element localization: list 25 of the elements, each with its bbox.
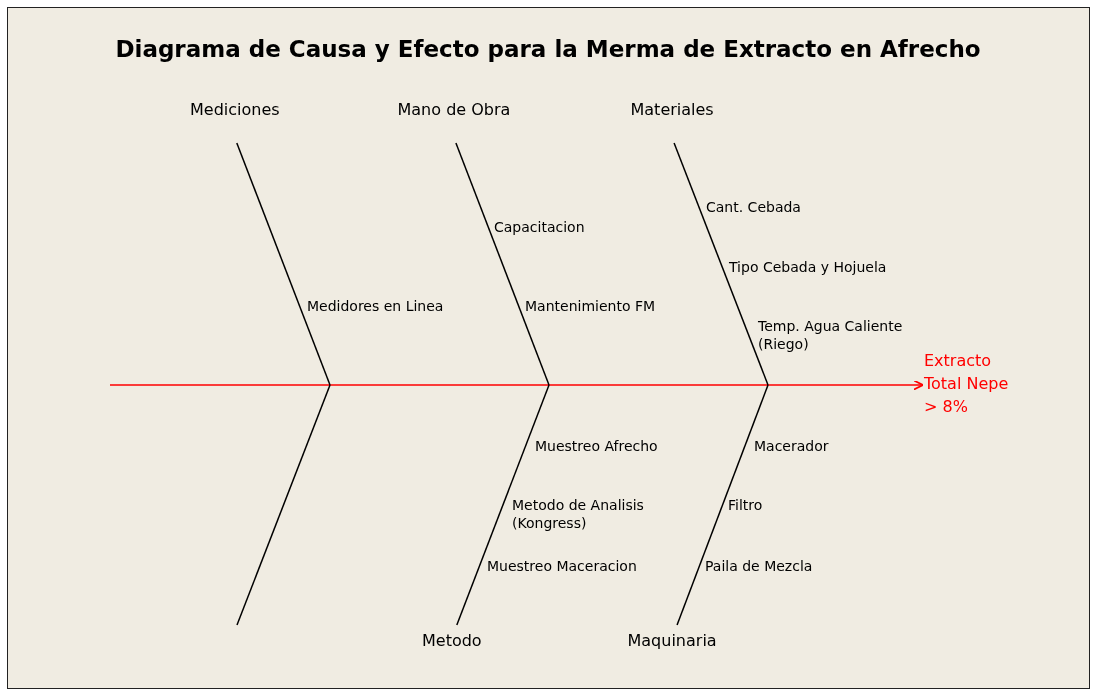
cause-label: Filtro — [728, 496, 764, 514]
bone-line — [673, 142, 769, 386]
category-label: Metodo — [422, 631, 482, 650]
cause-label: Temp. Agua Caliente (Riego) — [758, 317, 904, 353]
cause-label: Paila de Mezcla — [705, 557, 814, 575]
bone-line — [236, 142, 331, 386]
category-label: Mano de Obra — [397, 100, 511, 119]
cause-label: Muestreo Maceracion — [487, 557, 638, 575]
spine-arrow — [109, 379, 924, 391]
cause-label: Capacitacion — [494, 218, 586, 236]
cause-label: Medidores en Linea — [307, 297, 445, 315]
cause-label: Cant. Cebada — [706, 198, 802, 216]
cause-label: Metodo de Analisis (Kongress) — [512, 496, 645, 532]
bone-line — [455, 142, 550, 386]
cause-label: Muestreo Afrecho — [535, 437, 659, 455]
bone-line — [456, 384, 550, 626]
category-label: Maquinaria — [627, 631, 717, 650]
cause-label: Mantenimiento FM — [525, 297, 657, 315]
diagram-title: Diagrama de Causa y Efecto para la Merma de Extracto en Afrecho — [114, 36, 982, 62]
category-label: Mediciones — [190, 100, 280, 119]
effect-label: Extracto Total Nepe > 8% — [924, 349, 1024, 418]
cause-label: Tipo Cebada y Hojuela — [729, 258, 888, 276]
cause-label: Macerador — [754, 437, 830, 455]
bone-line — [676, 384, 769, 626]
category-label: Materiales — [630, 100, 714, 119]
